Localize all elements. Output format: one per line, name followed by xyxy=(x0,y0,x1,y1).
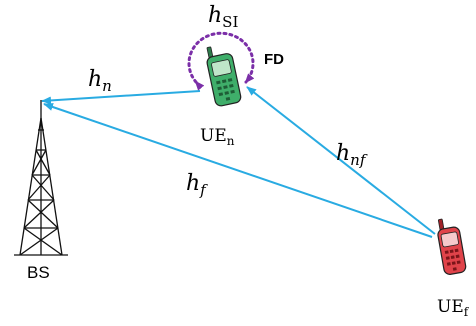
channel-label-h-f: hf xyxy=(186,171,208,199)
ue-near-label: UEn xyxy=(200,126,235,148)
self-interference-loop xyxy=(187,31,255,91)
link-ue-far-to-ue-near xyxy=(246,86,436,235)
ue-far-phone-icon xyxy=(437,218,467,275)
base-station-tower-icon xyxy=(14,100,68,256)
channel-label-h-si: hSI xyxy=(208,3,238,31)
ue-near-phone-icon xyxy=(206,46,242,107)
fd-mode-label: FD xyxy=(264,51,284,68)
bs-label: BS xyxy=(27,263,50,282)
link-ue-near-to-bs xyxy=(41,90,201,105)
channel-label-h-nf: hnf xyxy=(336,141,368,169)
channel-label-h-n: hn xyxy=(88,67,112,95)
ue-far-label: UEf xyxy=(437,297,470,319)
link-ue-far-to-bs xyxy=(43,103,433,238)
